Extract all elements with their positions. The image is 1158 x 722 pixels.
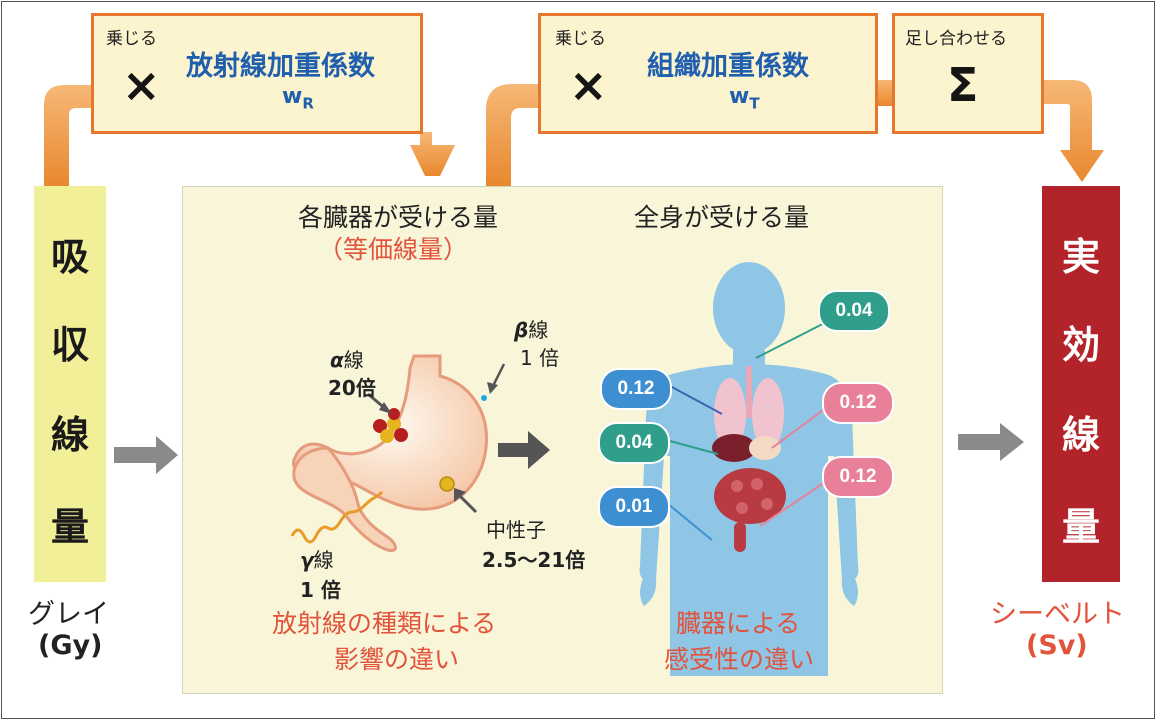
tissue-weight-badge: 0.12 <box>822 456 894 498</box>
organ-sensitivity-caption: 臓器による <box>676 604 800 640</box>
tissue-weight-badge: 0.12 <box>822 382 894 424</box>
stomach-organ-icon <box>749 436 781 460</box>
radiation-type-caption: 影響の違い <box>334 640 459 676</box>
tissue-weight-badge: 0.04 <box>818 290 890 332</box>
radiation-type-caption: 放射線の種類による <box>272 604 496 640</box>
tissue-weight-badge: 0.12 <box>600 368 672 410</box>
organ-sensitivity-caption: 感受性の違い <box>664 640 814 676</box>
arrow-right-icon <box>114 436 178 474</box>
tissue-weight-badge: 0.04 <box>598 422 670 464</box>
tissue-weight-badge: 0.01 <box>598 486 670 528</box>
arrow-right-icon <box>958 423 1024 461</box>
